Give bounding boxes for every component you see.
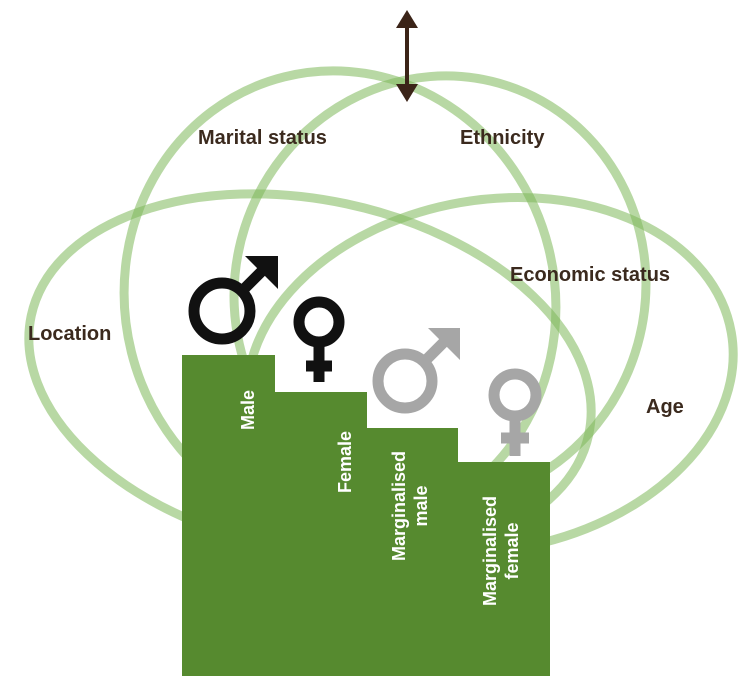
female-symbol-icon [293,296,345,382]
step-label-marginalised-female-line2: female [502,522,522,580]
male-symbol-icon [188,256,278,345]
step-label-male: Male [238,389,258,431]
label-age: Age [646,396,684,418]
staircase [182,355,550,676]
marginalised-female-symbol-icon [488,368,542,456]
step-label-marginalised-male-line1: Marginalised [389,450,409,562]
step-label-marginalised-female-line1: Marginalised [480,495,500,607]
label-economic-status: Economic status [510,264,671,286]
step-label-marginalised-male-line2: male [411,485,431,527]
step-label-marginalised-female: Marginalised female [479,491,523,611]
label-marital-status: Marital status [198,127,327,149]
step-label-marginalised-male: Marginalised male [388,446,432,566]
double-arrow-vertical-icon [396,10,418,102]
step-label-female: Female [335,430,355,494]
label-location: Location [28,323,112,345]
label-ethnicity: Ethnicity [460,127,545,149]
marginalised-male-symbol-icon [372,328,460,414]
